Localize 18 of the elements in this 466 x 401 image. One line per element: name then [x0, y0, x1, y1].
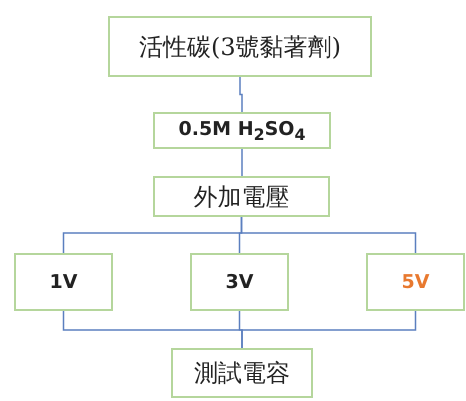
- box-label: 0.5M H$_{2}$SO$_{4}$: [178, 118, 306, 144]
- box-label: 外加電壓: [194, 182, 290, 212]
- connector-line: [241, 311, 416, 348]
- connector-line: [241, 149, 243, 176]
- process-box: [171, 348, 313, 398]
- process-box: [153, 176, 330, 217]
- box-label: 測試電容: [194, 358, 290, 389]
- voltage-box: [366, 253, 465, 311]
- voltage-box: [190, 253, 289, 311]
- connector-line: [239, 77, 243, 112]
- process-box: [108, 16, 372, 77]
- process-box: [153, 112, 331, 149]
- box-label: 1V: [50, 271, 78, 293]
- connector-line: [240, 217, 416, 253]
- box-label: 3V: [226, 271, 254, 293]
- box-label: 5V: [402, 271, 430, 293]
- voltage-box: [14, 253, 113, 311]
- box-label: 活性碳(3號黏著劑): [139, 32, 341, 62]
